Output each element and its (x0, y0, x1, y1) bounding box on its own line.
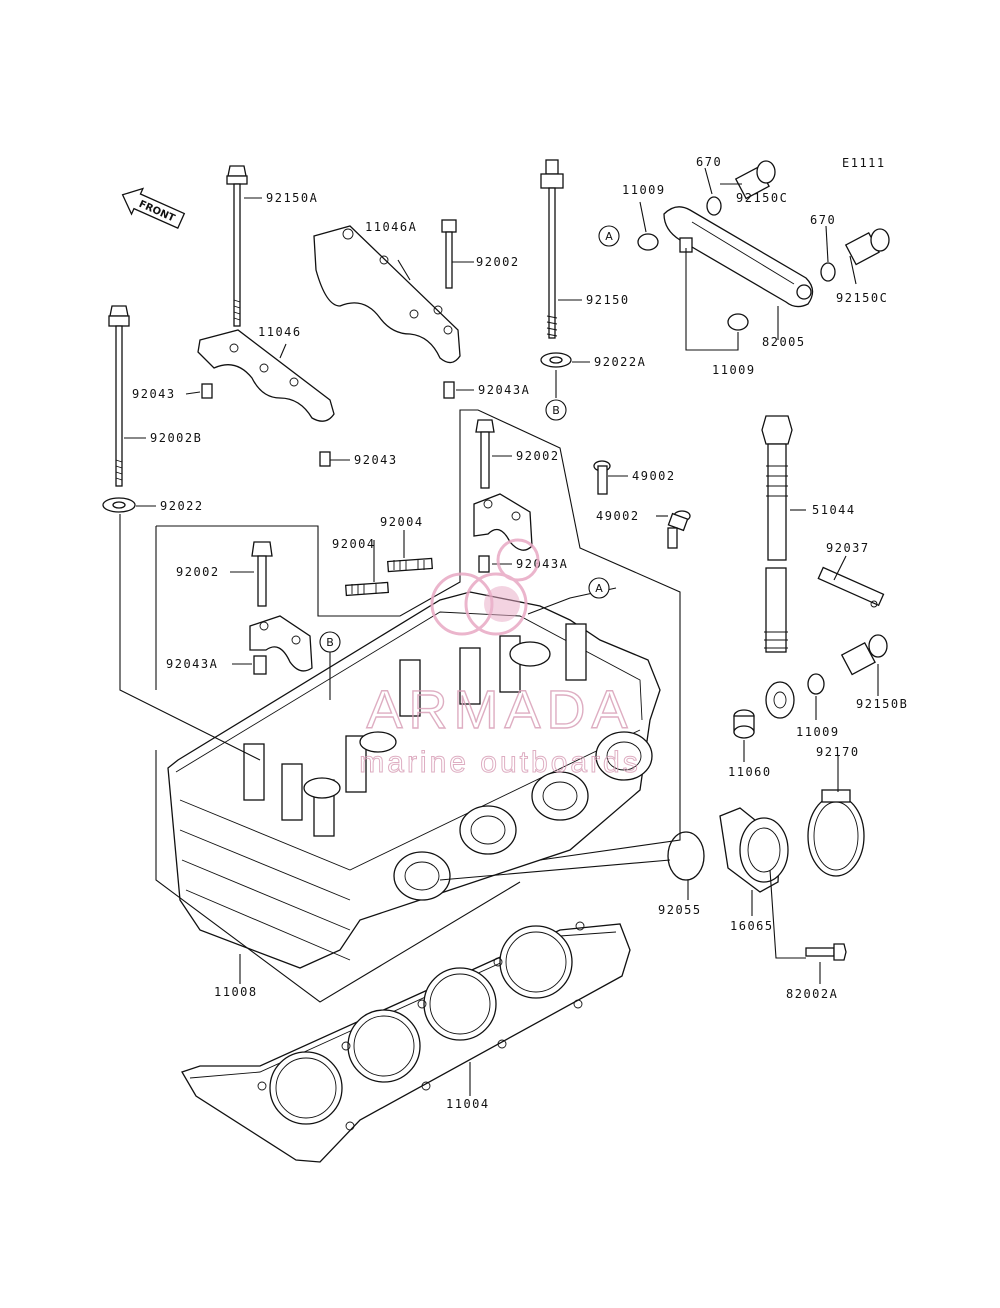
dowel-92043-left[interactable] (201, 383, 213, 399)
callout-82002A: 82002A (786, 987, 838, 1001)
ref-marker-b1: B (545, 399, 567, 421)
oring-92055[interactable] (667, 831, 705, 881)
cam-cap-low[interactable] (249, 615, 313, 672)
callout-92002-low: 92002 (176, 565, 220, 579)
callout-670-a: 670 (696, 155, 722, 169)
dowel-92043-mid[interactable] (319, 451, 331, 467)
callout-82005: 82005 (762, 335, 806, 349)
callout-92004-b: 92004 (332, 537, 376, 551)
callout-92150A: 92150A (266, 191, 318, 205)
callout-92037: 92037 (826, 541, 870, 555)
dowel-92043A-low[interactable] (253, 655, 267, 675)
diagram-code: E1111 (842, 156, 886, 170)
bolt-92002-low[interactable] (251, 541, 273, 607)
bolt-92150[interactable] (540, 159, 564, 339)
callout-92002-top: 92002 (476, 255, 520, 269)
callout-92043A-top: 92043A (478, 383, 530, 397)
svg-text:B: B (552, 404, 560, 417)
callout-92043-mid: 92043 (354, 453, 398, 467)
svg-text:B: B (326, 636, 334, 649)
svg-text:A: A (595, 582, 603, 595)
callout-16065: 16065 (730, 919, 774, 933)
bolt-92002-mid[interactable] (475, 419, 495, 489)
callout-11009-top: 11009 (622, 183, 666, 197)
svg-text:A: A (605, 230, 613, 243)
head-gasket-11004[interactable] (181, 921, 631, 1163)
oring-670-b[interactable] (820, 262, 836, 282)
stud-92004-a[interactable] (387, 557, 433, 573)
banjo-bolt-92150C-b[interactable] (844, 228, 890, 266)
callout-92022A: 92022A (594, 355, 646, 369)
washer-92022[interactable] (102, 497, 136, 513)
ref-marker-b2: B (319, 631, 341, 653)
callout-11004: 11004 (446, 1097, 490, 1111)
callout-49002-b: 49002 (596, 509, 640, 523)
callout-11060: 11060 (728, 765, 772, 779)
callout-92002-mid: 92002 (516, 449, 560, 463)
callout-11046: 11046 (258, 325, 302, 339)
ref-marker-a2: A (588, 577, 610, 599)
callout-92043A-low: 92043A (166, 657, 218, 671)
bolt-92150A[interactable] (226, 165, 248, 327)
callout-11009-mid: 11009 (712, 363, 756, 377)
nipple-49002-a[interactable] (593, 460, 611, 495)
banjo-bolt-92150B[interactable] (840, 634, 888, 676)
callout-49002-a: 49002 (632, 469, 676, 483)
banjo-bolt-92150C-a[interactable] (734, 160, 776, 200)
callout-92022: 92022 (160, 499, 204, 513)
gasket-11009-top[interactable] (637, 233, 659, 251)
ref-marker-a1: A (598, 225, 620, 247)
cam-cap-11046A[interactable] (313, 225, 461, 364)
bolt-92002-top[interactable] (441, 219, 457, 289)
bolt-92002B[interactable] (108, 305, 130, 487)
callout-51044: 51044 (812, 503, 856, 517)
callout-92004-a: 92004 (380, 515, 424, 529)
stud-92004-b[interactable] (345, 581, 389, 597)
sleeve-11060[interactable] (733, 709, 755, 739)
dowel-92043A-mid[interactable] (478, 555, 490, 573)
callout-92150C-a: 92150C (736, 191, 788, 205)
bolt-82002A[interactable] (805, 943, 847, 961)
callout-92043A-mid: 92043A (516, 557, 568, 571)
callout-92150: 92150 (586, 293, 630, 307)
gasket-11009-mid[interactable] (727, 313, 749, 331)
head-group-outline (155, 409, 681, 861)
holder-16065[interactable] (719, 807, 789, 893)
watermark-brand: ARMADA (366, 680, 633, 740)
callout-11009-low: 11009 (796, 725, 840, 739)
callout-11008: 11008 (214, 985, 258, 999)
callout-92043-left: 92043 (132, 387, 176, 401)
clamp-92170[interactable] (807, 789, 865, 877)
oil-hose-51044[interactable] (761, 415, 795, 719)
oil-pipe-82005[interactable] (663, 206, 814, 308)
callout-92150C-b: 92150C (836, 291, 888, 305)
oring-670-a[interactable] (706, 196, 722, 216)
watermark-tagline: marine outboards (359, 746, 640, 779)
callout-92055: 92055 (658, 903, 702, 917)
callout-92150B: 92150B (856, 697, 908, 711)
armada-watermark-logo: ARMADA marine outboards (359, 538, 640, 780)
washer-92022A[interactable] (540, 352, 572, 368)
callout-670-b: 670 (810, 213, 836, 227)
gasket-11009-low[interactable] (807, 673, 825, 695)
callout-92002B: 92002B (150, 431, 202, 445)
dowel-92043A-top[interactable] (443, 381, 455, 399)
clamp-92037[interactable] (817, 566, 885, 608)
callout-92170: 92170 (816, 745, 860, 759)
cylinder-head-11008[interactable] (167, 591, 661, 969)
front-arrow-icon: FRONT (121, 187, 186, 229)
callout-11046A: 11046A (365, 220, 417, 234)
cam-cap-11046[interactable] (197, 329, 335, 422)
nipple-49002-b[interactable] (667, 510, 691, 549)
